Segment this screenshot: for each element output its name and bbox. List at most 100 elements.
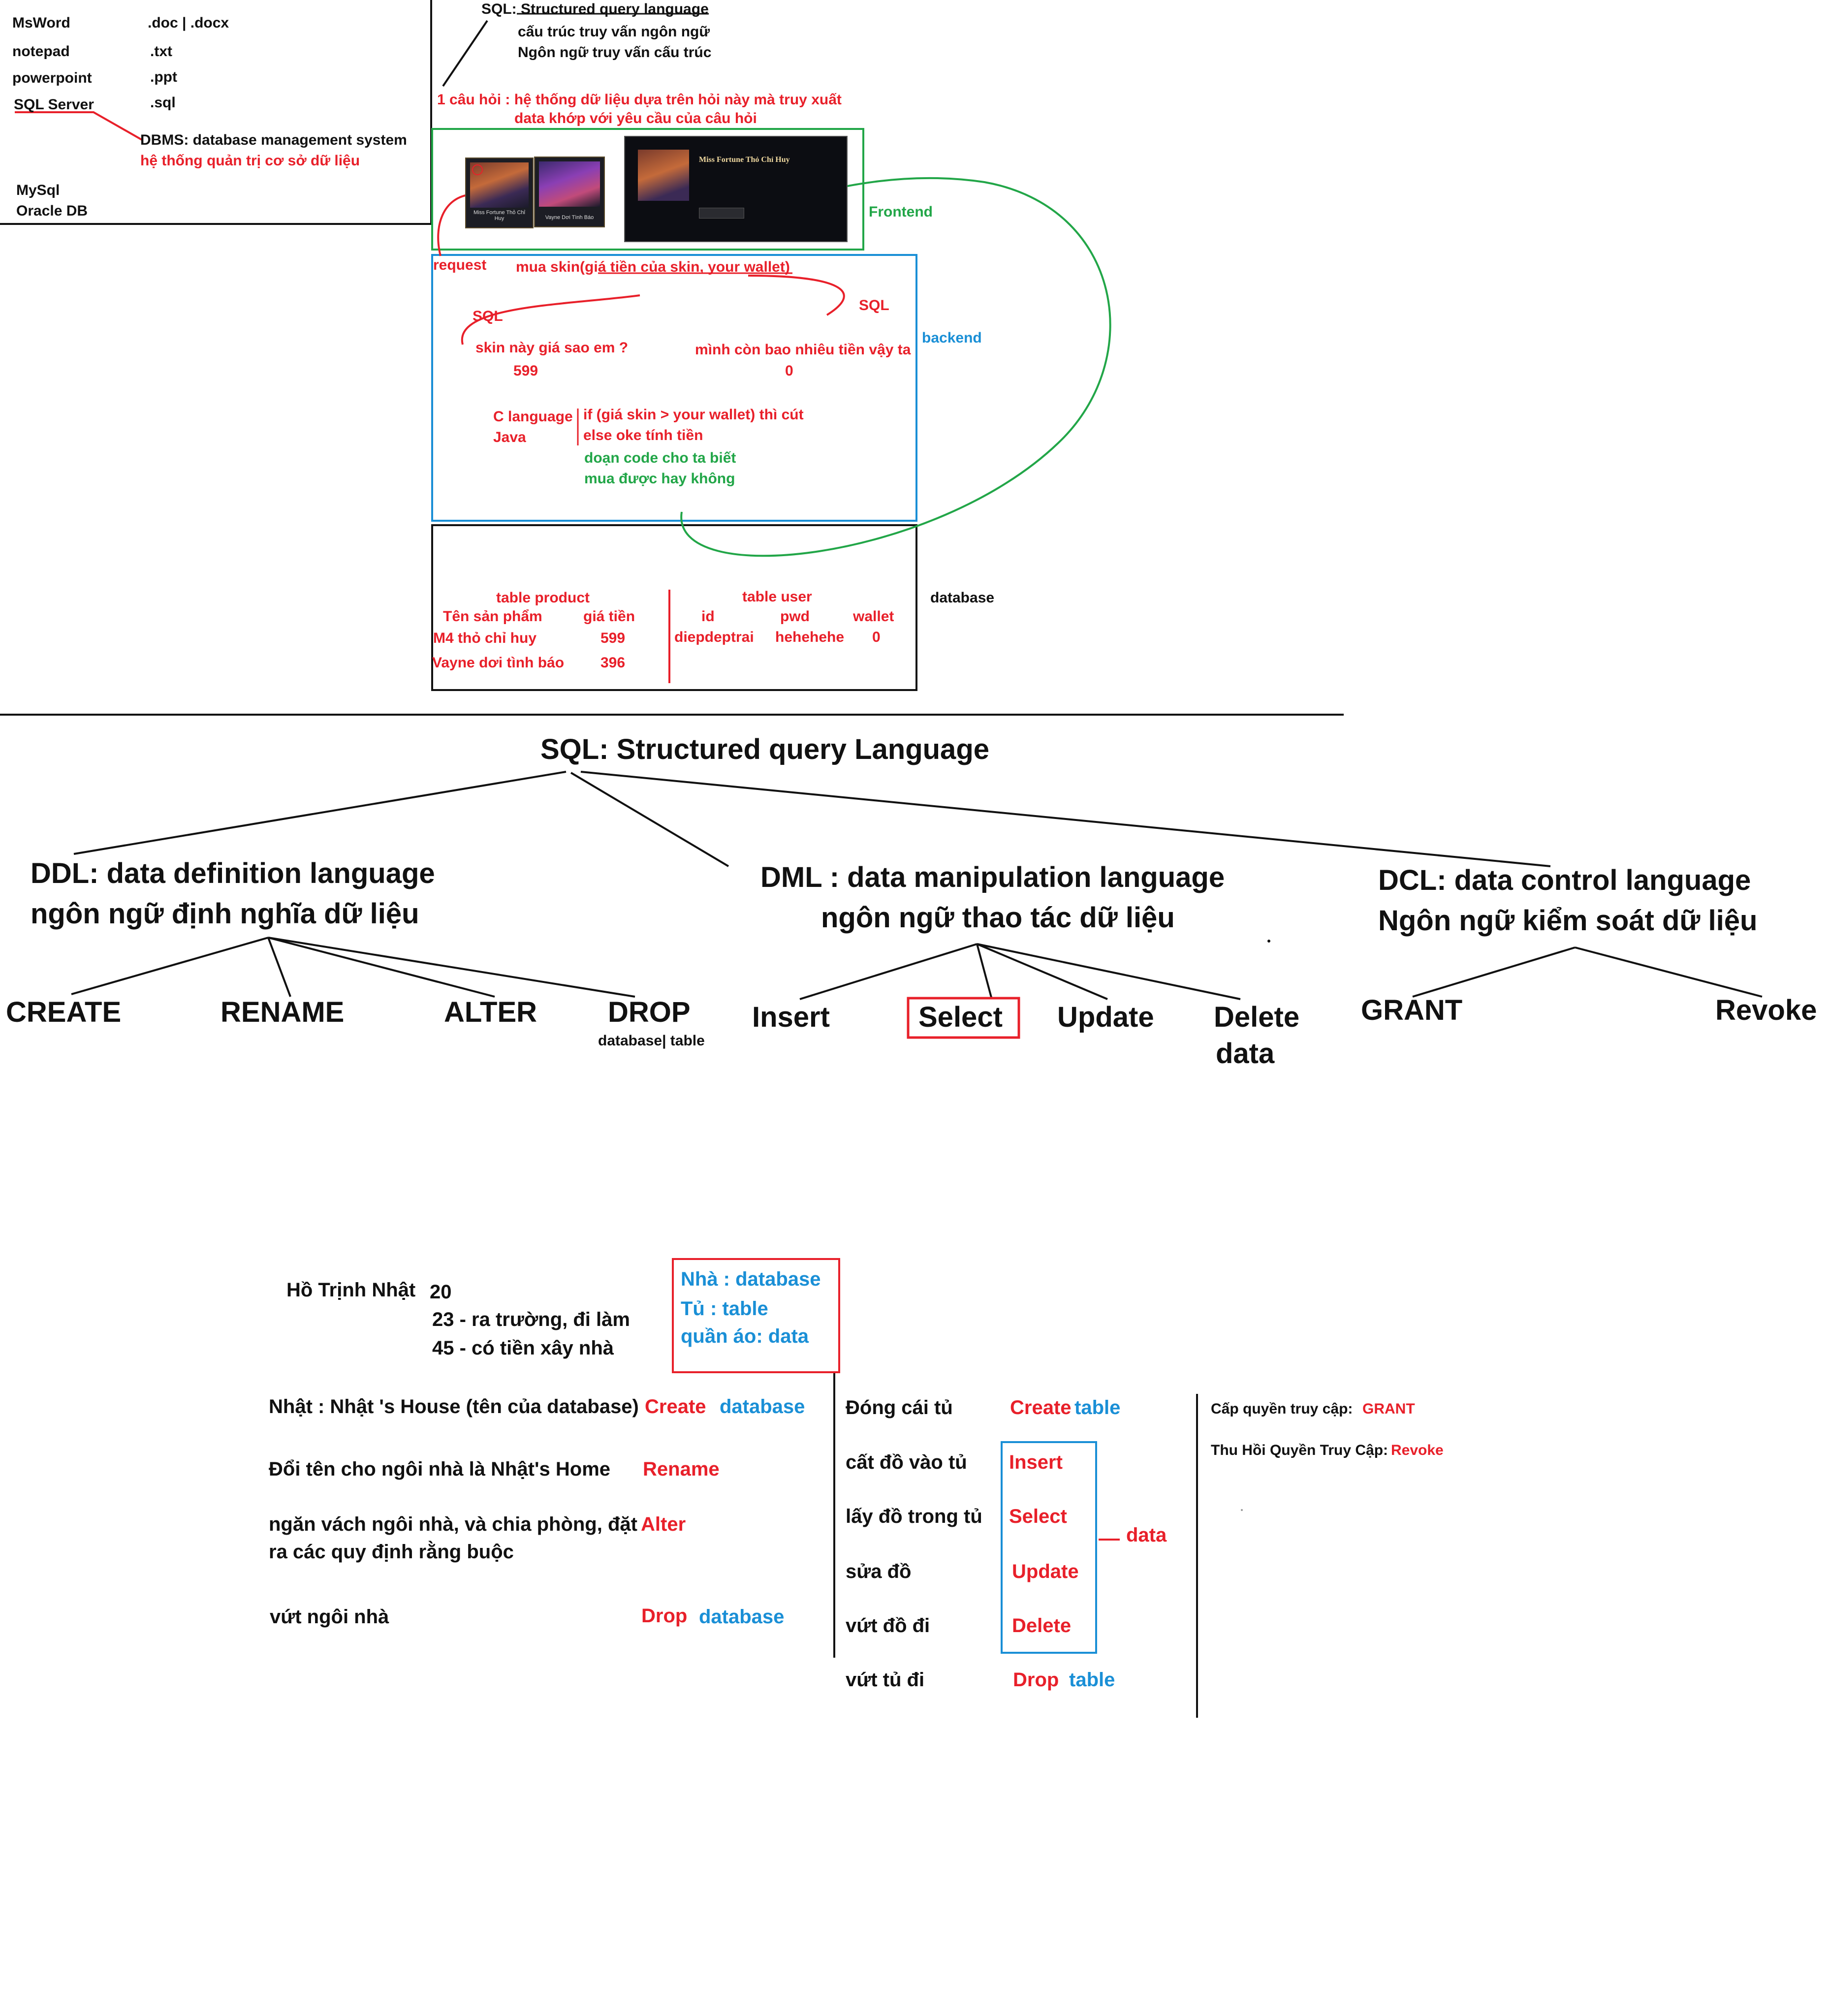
age-23: 23 - ra trường, đi làm [432, 1309, 630, 1330]
legend-clothes: quần áo: data [681, 1325, 809, 1347]
table-product-header-price: giá tiền [583, 608, 635, 625]
query-wallet-value: 0 [785, 363, 793, 379]
sql-right-label: SQL [859, 297, 889, 314]
table-row-delete-cmd: Delete [1012, 1615, 1072, 1637]
dml-insert: Insert [752, 1001, 830, 1033]
ddl-row-drop-obj: database [699, 1606, 785, 1628]
query-price: skin này giá sao em ? [475, 340, 629, 356]
sql-word-breakdown: cấu trúc truy vấn ngôn ngữ [518, 24, 710, 40]
table-user-row-id: diepdeptrai [674, 629, 754, 645]
table-user-row-wallet: 0 [872, 629, 881, 645]
db-mysql: MySql [16, 182, 60, 198]
ddl-create: CREATE [6, 996, 122, 1028]
data-label: data [1126, 1524, 1167, 1546]
query-price-value: 599 [513, 363, 538, 379]
logic-note-2: mua được hay không [584, 471, 735, 487]
skin-card-vayne[interactable]: Vayne Dơi Tình Báo [534, 157, 605, 227]
grant-cmd: GRANT [1362, 1401, 1415, 1417]
database-label: database [930, 590, 995, 606]
ddl-rename: RENAME [221, 996, 345, 1028]
ddl-vietnamese: ngôn ngữ định nghĩa dữ liệu [31, 898, 419, 930]
ddl-row-rename-cmd: Rename [643, 1458, 720, 1480]
frontend-label: Frontend [869, 204, 933, 220]
ddl-row-drop-cmd: Drop [641, 1605, 688, 1627]
skin-detail-title: Miss Fortune Thỏ Chỉ Huy [699, 156, 790, 164]
table-row-select-cmd: Select [1009, 1506, 1067, 1527]
table-user-title: table user [742, 589, 812, 605]
backend-label: backend [922, 330, 982, 346]
dml-vietnamese: ngôn ngữ thao tác dữ liệu [821, 902, 1175, 934]
table-product-header-name: Tên sản phẩm [443, 608, 542, 625]
ddl-title: DDL: data definition language [31, 857, 435, 889]
dbms-definition: DBMS: database management system [140, 132, 407, 148]
skin-detail-art [638, 150, 689, 201]
app-notepad: notepad [12, 43, 70, 60]
ddl-row-drop-text: vứt ngôi nhà [270, 1606, 389, 1628]
dcl-grant: GRANT [1361, 994, 1463, 1026]
dcl-revoke: Revoke [1715, 994, 1817, 1026]
legend-house: Nhà : database [681, 1268, 821, 1290]
app-powerpoint: powerpoint [12, 70, 92, 86]
dml-title: DML : data manipulation language [760, 861, 1225, 893]
sql-left-label: SQL [473, 308, 503, 324]
lang-java: Java [493, 429, 526, 445]
table-product-row-1-price: 599 [600, 630, 626, 646]
skin-card-caption: Miss Fortune Thỏ Chỉ Huy [473, 210, 525, 221]
table-user-header-id: id [701, 608, 715, 625]
ddl-row-alter-text: ngăn vách ngôi nhà, và chia phòng, đặt [269, 1513, 637, 1535]
query-wallet: mình còn bao nhiêu tiền vậy ta [695, 342, 911, 358]
table-row-drop-cmd: Drop [1013, 1669, 1059, 1691]
ddl-row-alter-cmd: Alter [641, 1513, 686, 1535]
ddl-row-rename-text: Đổi tên cho ngôi nhà là Nhật's Home [269, 1458, 611, 1480]
ddl-row-create-cmd: Create [645, 1396, 706, 1418]
revoke-cmd: Revoke [1391, 1442, 1444, 1458]
dml-delete-data: data [1216, 1038, 1275, 1070]
ext-sql: .sql [150, 94, 176, 111]
table-row-delete-text: vứt đồ đi [846, 1615, 930, 1637]
age-20: 20 [430, 1281, 452, 1303]
tree-root: SQL: Structured query Language [540, 733, 989, 765]
sql-title-prefix: SQL: [481, 1, 517, 17]
table-row-update-text: sửa đồ [846, 1561, 912, 1582]
ext-ppt: .ppt [150, 69, 177, 85]
sql-title: SQL: Structured query language [481, 1, 709, 18]
age-45: 45 - có tiền xây nhà [432, 1337, 614, 1359]
table-row-create-obj: table [1074, 1397, 1121, 1418]
sql-title-text: Structured query language [521, 1, 709, 17]
skin-detail-panel: Miss Fortune Thỏ Chỉ Huy [624, 136, 848, 242]
dcl-title: DCL: data control language [1378, 864, 1751, 896]
app-msword: MsWord [12, 15, 70, 31]
table-row-create-cmd: Create [1010, 1397, 1072, 1418]
table-user-row-pwd: hehehehe [775, 629, 845, 645]
lang-c: C language [493, 409, 573, 425]
ddl-row-create-obj: database [720, 1396, 805, 1418]
dml-select: Select [918, 1001, 1003, 1033]
table-row-insert-cmd: Insert [1009, 1451, 1063, 1473]
table-row-create-text: Đóng cái tủ [846, 1397, 953, 1418]
table-row-drop-obj: table [1069, 1669, 1115, 1691]
question-line-2: data khớp với yêu cầu của câu hỏi [514, 110, 757, 126]
skin-art [539, 161, 600, 207]
ext-doc: .doc | .docx [148, 15, 229, 31]
dbms-vietnamese: hệ thống quản trị cơ sở dữ liệu [140, 153, 360, 169]
ddl-drop-note: database| table [598, 1033, 705, 1049]
badge-icon [472, 164, 483, 175]
buy-button[interactable] [699, 208, 744, 219]
table-product-row-2-price: 396 [600, 655, 626, 671]
request-text: mua skin(giá tiền của skin, your wallet) [516, 259, 790, 275]
table-row-insert-text: cất đồ vào tủ [846, 1451, 967, 1473]
dcl-vietnamese: Ngôn ngữ kiểm soát dữ liệu [1378, 905, 1758, 937]
table-user-header-wallet: wallet [853, 608, 894, 625]
dml-delete: Delete [1214, 1001, 1300, 1033]
skin-card-caption: Vayne Dơi Tình Báo [545, 215, 594, 220]
ddl-row-create-text: Nhật : Nhật 's House (tên của database) [269, 1396, 639, 1418]
ext-txt: .txt [150, 43, 172, 60]
skin-card-miss-fortune[interactable]: Miss Fortune Thỏ Chỉ Huy [465, 158, 534, 228]
table-product-title: table product [496, 590, 590, 606]
ddl-row-alter-text-2: ra các quy định rằng buộc [269, 1541, 514, 1563]
table-product-row-1-name: M4 thỏ chỉ huy [433, 630, 536, 646]
ddl-alter: ALTER [444, 996, 537, 1028]
sql-vietnamese: Ngôn ngữ truy vấn cấu trúc [518, 44, 712, 61]
legend-wardrobe: Tủ : table [681, 1298, 768, 1320]
